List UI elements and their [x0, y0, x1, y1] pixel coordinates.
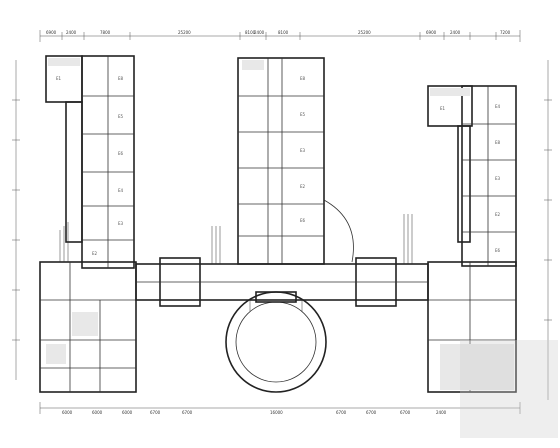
room-label-11: E2 [300, 184, 306, 189]
top-dim-9: 6900 [426, 30, 437, 35]
left-dimension-line [12, 60, 20, 380]
top-dim-2: 2400 [66, 30, 77, 35]
right-dimension-line [544, 60, 552, 400]
right-wing: E4 E8 E3 E2 E6 E1 [427, 85, 517, 267]
room-label-7: E1 [56, 76, 62, 81]
room-label-10: E3 [300, 148, 306, 153]
room-label-9: E5 [300, 112, 306, 117]
top-dim-6: 2400 [254, 30, 265, 35]
bottom-dim-9: 6700 [400, 410, 411, 415]
right-lower-block [427, 261, 517, 393]
top-dim-11: 7200 [500, 30, 511, 35]
circular-hall [225, 291, 327, 393]
room-label-2: E5 [118, 114, 124, 119]
left-wing: E8 E5 E6 E4 E3 E2 E1 [45, 55, 135, 269]
top-dim-10: 2400 [450, 30, 461, 35]
top-dim-1: 6900 [46, 30, 57, 35]
bottom-dim-5: 6700 [182, 410, 193, 415]
room-label-6: E2 [92, 251, 98, 256]
left-lower-block [39, 261, 137, 393]
room-label-5: E3 [118, 221, 124, 226]
central-corridor [135, 257, 429, 307]
room-label-1: E8 [118, 76, 124, 81]
room-label-3: E6 [118, 151, 124, 156]
center-wing: E8 E5 E3 E2 E6 [237, 57, 354, 265]
bottom-dim-8: 6700 [366, 410, 377, 415]
room-label-15: E3 [495, 176, 501, 181]
bottom-dim-1: 6000 [62, 410, 73, 415]
room-label-17: E6 [495, 248, 501, 253]
top-dim-5: 8100 [245, 30, 256, 35]
bottom-dim-4: 6700 [150, 410, 161, 415]
room-label-16: E2 [495, 212, 501, 217]
bottom-dim-6: 16000 [270, 410, 283, 415]
watermark-logo [460, 340, 558, 438]
room-label-12: E6 [300, 218, 306, 223]
top-dimension-line: 6900 2400 7800 25200 8100 2400 8100 2520… [39, 30, 521, 42]
bottom-dim-3: 6000 [122, 410, 133, 415]
room-label-13: E4 [495, 104, 501, 109]
bottom-dimension-line: 6000 6000 6000 6700 6700 16000 6700 6700… [39, 402, 521, 415]
bottom-dim-10: 2400 [436, 410, 447, 415]
top-dim-3: 7800 [100, 30, 111, 35]
top-dim-7: 8100 [278, 30, 289, 35]
room-label-4: E4 [118, 188, 124, 193]
bottom-dim-2: 6000 [92, 410, 103, 415]
room-label-18: E1 [440, 106, 446, 111]
top-dim-4: 25200 [178, 30, 191, 35]
bottom-dim-7: 6700 [336, 410, 347, 415]
room-label-14: E8 [495, 140, 501, 145]
wiring-circuits [59, 214, 413, 312]
room-label-8: E8 [300, 76, 306, 81]
top-dim-8: 25200 [358, 30, 371, 35]
